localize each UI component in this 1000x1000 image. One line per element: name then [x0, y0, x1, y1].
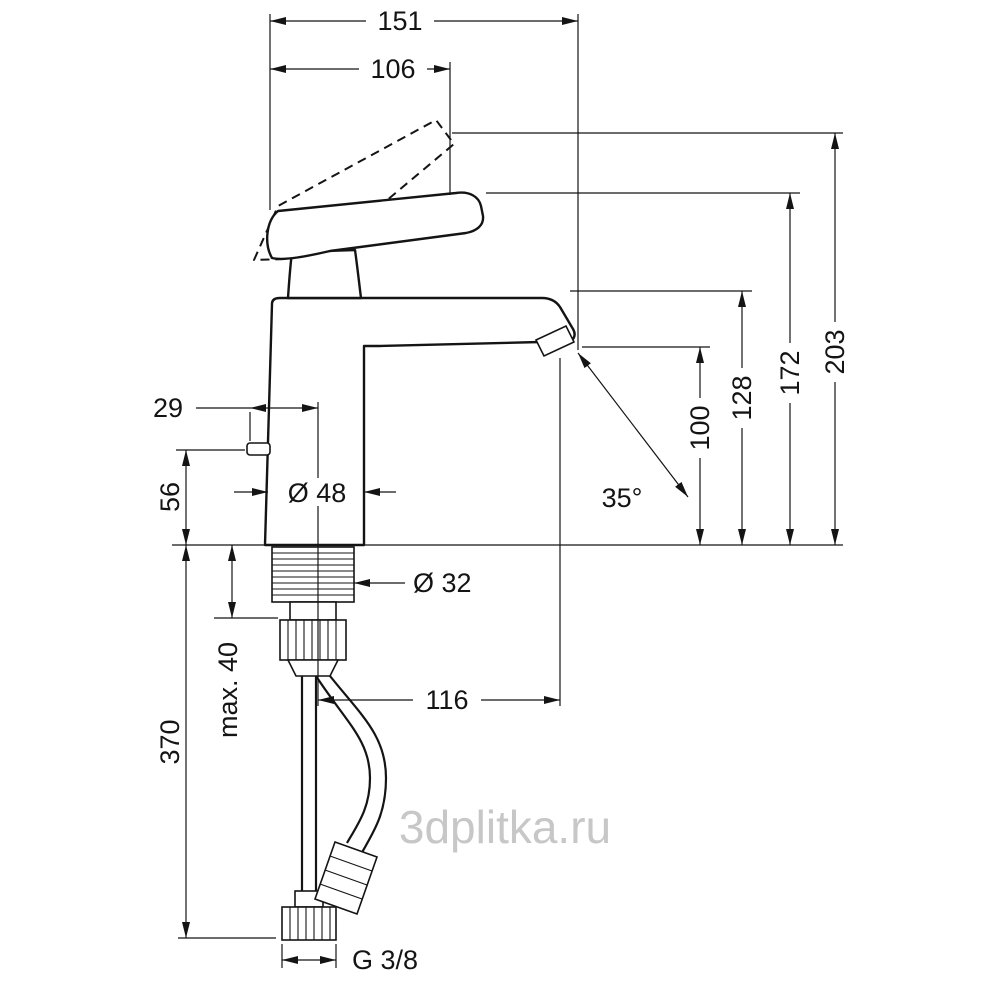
supply-hose-right: [313, 675, 388, 916]
dim-172-label: 172: [775, 350, 805, 395]
dim-max40-label: max. 40: [213, 642, 243, 738]
dim-56-label: 56: [155, 482, 185, 512]
dim-106-label: 106: [370, 54, 415, 84]
spout-aerator: [534, 324, 576, 358]
extension-lines: [172, 14, 843, 968]
dimension-labels: 151 106 203 172 128 100 29 56 370 max. 4…: [153, 6, 850, 975]
dim-100-label: 100: [685, 405, 715, 450]
dim-370-label: 370: [155, 719, 185, 764]
mounting-shank-threads: [271, 546, 355, 603]
dim-203-label: 203: [820, 329, 850, 374]
supply-hose-left: [281, 676, 337, 941]
temperature-pin: [246, 442, 271, 456]
dim-116-label: 116: [425, 685, 468, 715]
dim-g38-thread-label: G 3/8: [352, 945, 418, 975]
watermark-text: 3dplitka.ru: [399, 801, 611, 853]
dim-29-label: 29: [153, 393, 183, 423]
dim-128-label: 128: [727, 375, 757, 420]
dim-diameter-48-label: Ø 48: [288, 478, 347, 508]
fastening-nut: [279, 619, 347, 677]
handle-base-cone: [286, 248, 363, 300]
shank-mid-section: [289, 601, 337, 621]
g38-connector-nut: [281, 906, 337, 941]
dim-151-label: 151: [377, 6, 422, 36]
tilted-connector-nut: [313, 840, 379, 916]
spray-angle-line: [577, 352, 689, 498]
dim-35deg-label: 35°: [602, 483, 643, 513]
handle-lever: [266, 191, 485, 261]
dim-diameter-32-label: Ø 32: [413, 568, 472, 598]
label-masks: [286, 7, 849, 714]
